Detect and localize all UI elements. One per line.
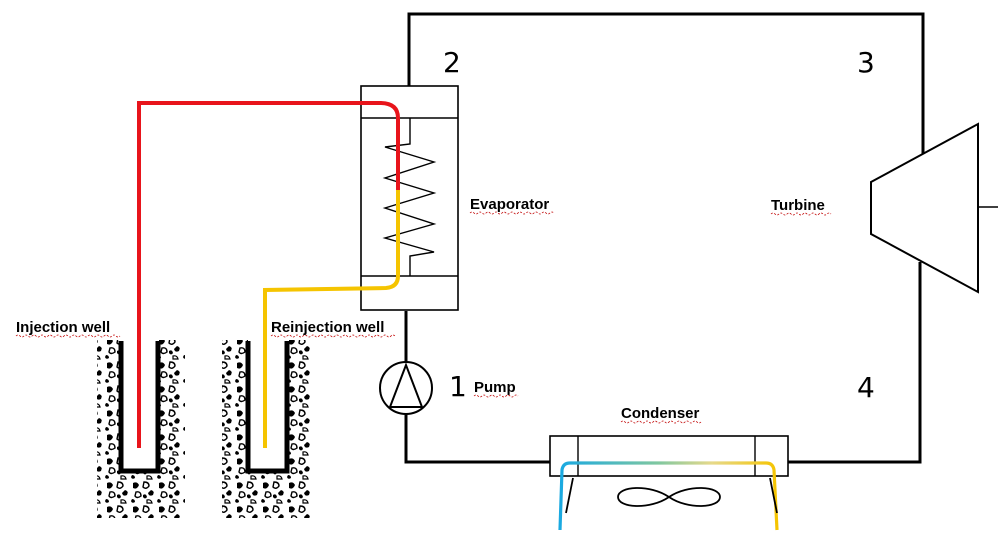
reinjection-well-label: Reinjection well [271, 319, 384, 336]
cycle-line-evaporator-to-turbine [407, 12, 925, 185]
cycle-line-condenser-to-pump [404, 414, 550, 464]
state-point-1: 1 [449, 370, 467, 403]
condenser-label: Condenser [621, 405, 700, 422]
condenser-outlet-stub [769, 477, 778, 514]
evaporator [360, 85, 459, 311]
pump-arrow-icon [388, 362, 424, 408]
pump [379, 361, 433, 415]
pump-label: Pump [474, 379, 516, 396]
state-point-4: 4 [857, 371, 875, 404]
injection-well-label: Injection well [16, 319, 110, 336]
evaporator-label: Evaporator [470, 196, 549, 213]
condenser [549, 435, 789, 531]
evaporator-coil [382, 118, 437, 276]
return-brine-line [263, 190, 400, 448]
cycle-loop [404, 12, 925, 464]
cycle-line-turbine-to-condenser [788, 262, 922, 464]
turbine [870, 122, 998, 294]
fan-icon [617, 487, 721, 507]
condenser-inlet-stub [565, 477, 574, 514]
hot-brine-line [137, 101, 400, 448]
state-point-2: 2 [443, 46, 461, 79]
condenser-cooling-line [558, 461, 779, 531]
state-point-3: 3 [857, 46, 875, 79]
turbine-label: Turbine [771, 197, 825, 214]
